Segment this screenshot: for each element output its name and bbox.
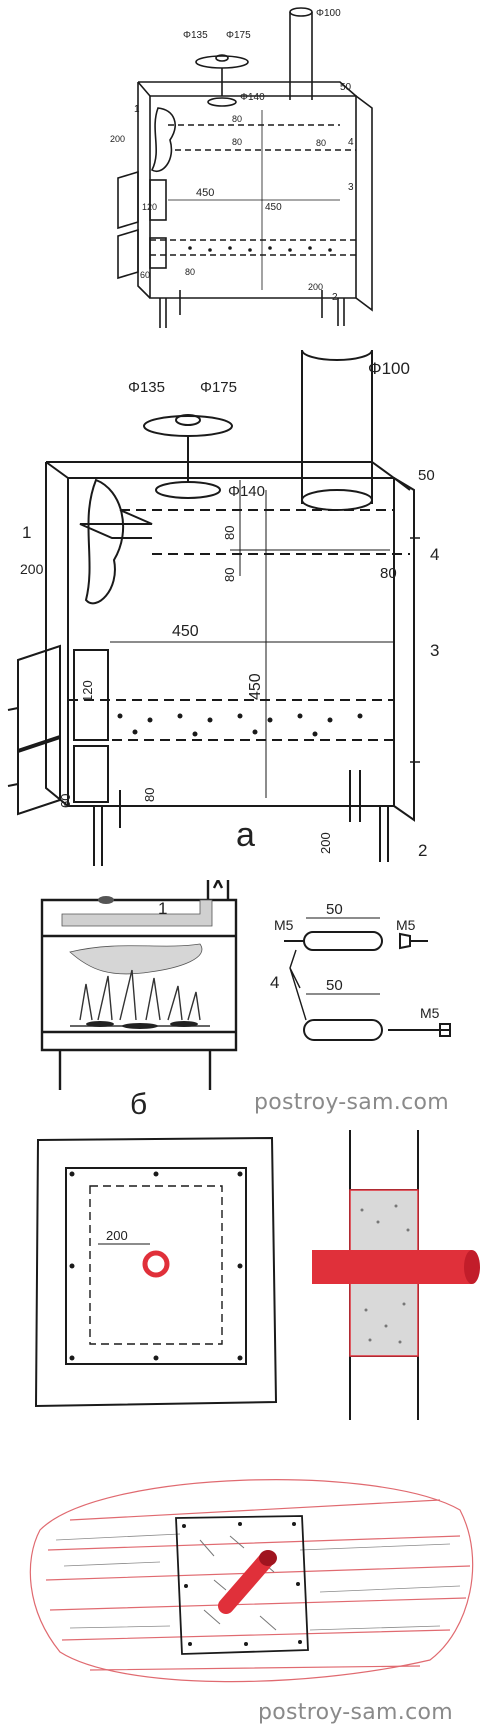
- bolt-bottom-right-m5: M5: [420, 1005, 440, 1021]
- label-80-a: 80: [222, 526, 237, 540]
- label-80-c: 80: [316, 138, 326, 148]
- watermark-mid: postroy-sam.com: [254, 1090, 449, 1115]
- label-450-h: 450: [247, 673, 264, 700]
- label-450-w: 450: [172, 623, 199, 640]
- label-80-w: 80: [380, 565, 397, 582]
- label-200: 200: [20, 561, 44, 577]
- watermark-bottom: postroy-sam.com: [258, 1700, 453, 1725]
- label-60: 60: [140, 270, 150, 280]
- figure-caption-b: б: [130, 1088, 147, 1120]
- stove-drawing-small: Φ100 Φ135 Φ175 Φ140 50 80 80 80 450 450 …: [110, 7, 373, 328]
- label-n2: 2: [332, 292, 338, 303]
- label-80-d: 80: [185, 267, 195, 277]
- label-200-h: 200: [308, 282, 323, 292]
- bolt-top-right-m5: M5: [396, 917, 416, 933]
- label-d175: Φ175: [226, 30, 251, 41]
- label-d175: Φ175: [200, 379, 237, 396]
- stove-drawing-large: Φ100 Φ135 Φ175 Φ140 50 80 80 80 450 450 …: [7, 350, 439, 866]
- label-n2: 2: [418, 841, 427, 860]
- label-80-a: 80: [232, 114, 242, 124]
- label-n4: 4: [348, 137, 354, 148]
- label-n3: 3: [430, 641, 439, 660]
- label-50: 50: [340, 82, 352, 93]
- label-120: 120: [80, 680, 95, 702]
- label-200: 200: [110, 134, 125, 144]
- label-d135: Φ135: [183, 30, 208, 41]
- label-450-h: 450: [265, 202, 282, 213]
- label-d140: Φ140: [240, 92, 265, 103]
- label-50: 50: [418, 467, 435, 484]
- label-80-c: 80: [142, 788, 157, 802]
- bolt-top-left-m5: M5: [274, 917, 294, 933]
- label-80-b: 80: [232, 137, 242, 147]
- wall-perspective-drawing: [29, 1479, 474, 1683]
- label-n1: 1: [158, 899, 167, 918]
- label-d100: Φ100: [368, 359, 410, 378]
- label-n1: 1: [134, 104, 140, 115]
- label-n3: 3: [348, 182, 354, 193]
- label-n4: 4: [430, 545, 439, 564]
- label-200-h: 200: [318, 832, 333, 854]
- label-450-w: 450: [196, 187, 214, 199]
- bolt-label-4: 4: [270, 973, 279, 992]
- label-d135: Φ135: [128, 379, 165, 396]
- bolt-bottom-length: 50: [326, 977, 343, 994]
- figure-caption-a: а: [236, 816, 255, 854]
- stove-section-drawing: 1 б M5 50 M5 50 M5 4: [40, 880, 451, 1120]
- bolt-top-length: 50: [326, 901, 343, 918]
- label-80-b: 80: [222, 568, 237, 582]
- label-120: 120: [142, 202, 157, 212]
- label-d140: Φ140: [228, 483, 265, 500]
- label-n1: 1: [22, 523, 31, 542]
- label-60: 60: [58, 794, 73, 808]
- plate-label-200: 200: [106, 1228, 128, 1243]
- label-d100: Φ100: [316, 8, 341, 19]
- wall-plate-drawing: 200: [34, 1130, 480, 1420]
